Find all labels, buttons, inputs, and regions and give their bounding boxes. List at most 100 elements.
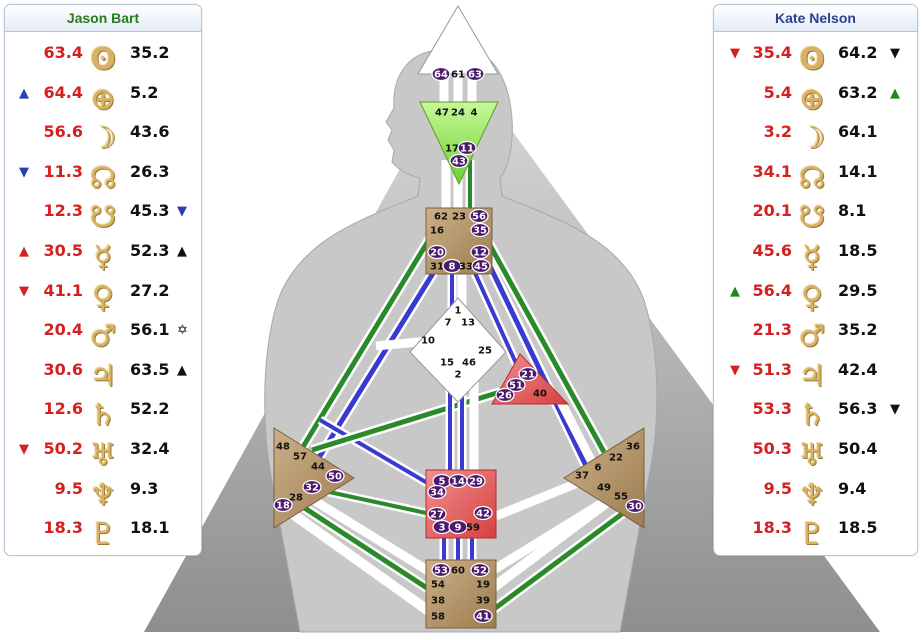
status-marker: ▲	[890, 85, 900, 101]
gate-58-label: 58	[431, 612, 445, 623]
gate-3-label: 3	[439, 523, 446, 534]
neptune-icon: ♆	[89, 477, 117, 513]
ajna-center	[419, 101, 499, 186]
personality-gate-value: 63.5	[130, 359, 170, 379]
gate-33-label: 33	[459, 262, 473, 273]
personality-gate-value: 64.2	[838, 43, 878, 62]
gate-37-label: 37	[575, 471, 589, 482]
gate-64-label: 64	[434, 70, 448, 81]
gate-56-label: 56	[472, 212, 486, 223]
south-node-icon: ☋	[89, 200, 117, 236]
gate-27-marker	[427, 506, 447, 522]
activation-row: 30.6♃63.5▲	[5, 351, 201, 393]
earth-icon: ⊕	[90, 81, 116, 117]
personality-gate-value: 35.2	[130, 43, 170, 62]
gate-57-label: 57	[293, 452, 307, 463]
status-marker: ▼	[730, 362, 740, 378]
gate-22-label: 22	[609, 453, 623, 464]
saturn-icon: ♄	[798, 398, 826, 434]
gate-35-marker	[470, 222, 490, 238]
activation-row: 18.3♇18.5	[714, 509, 917, 552]
gate-50-label: 50	[328, 472, 342, 483]
design-gate-value: 18.3	[752, 518, 792, 538]
spleen-center	[273, 427, 355, 529]
personality-gate-value: 64.1	[838, 122, 878, 142]
solar-plexus-center	[563, 427, 645, 529]
gate-42-label: 42	[476, 509, 490, 520]
channel-30-41-fill	[488, 505, 632, 615]
channel-27-50-fill	[319, 488, 441, 518]
mars-icon: ♂	[89, 319, 117, 355]
activation-row: 45.6☿18.5	[714, 232, 917, 275]
activation-row: 56.6☽43.6	[5, 113, 201, 156]
design-gate-value: 41.1	[43, 280, 83, 300]
gate-30-marker	[625, 498, 645, 514]
gate-25-label: 25	[478, 346, 492, 357]
gate-44-label: 44	[311, 462, 325, 473]
activation-row: 34.1☊14.1	[714, 153, 917, 195]
gate-59-label: 59	[466, 523, 480, 534]
personality-gate-value: 56.3	[838, 399, 878, 419]
gate-52-label: 52	[473, 566, 487, 577]
gate-2-label: 2	[455, 370, 462, 381]
gate-9-label: 9	[455, 523, 462, 534]
design-gate-value: 35.4	[752, 43, 792, 62]
gate-19-label: 19	[476, 580, 490, 591]
gate-8-label: 8	[449, 262, 456, 273]
design-gate-value: 56.4	[752, 280, 792, 300]
activation-row: ▲30.5☿52.3▲	[5, 232, 201, 275]
gate-29-label: 29	[469, 477, 483, 488]
design-gate-value: 30.6	[43, 359, 83, 379]
venus-icon: ♀	[801, 279, 823, 315]
activation-row: 3.2☽64.1	[714, 113, 917, 157]
personality-gate-value: 9.4	[838, 478, 867, 498]
channel-44-26-fill	[311, 389, 501, 453]
gate-52-marker	[470, 562, 490, 578]
gate-53-label: 53	[434, 566, 448, 577]
gate-51-marker	[506, 377, 526, 393]
activation-row: 12.3☋45.3▼	[5, 192, 201, 236]
channel-20-57-fill	[295, 236, 433, 457]
gate-20-label: 20	[430, 248, 444, 259]
design-person-name: Jason Bart	[5, 5, 201, 32]
mercury-icon: ☿	[93, 239, 113, 275]
gate-51-label: 51	[509, 381, 523, 392]
gate-5-label: 5	[439, 477, 446, 488]
g-center	[409, 297, 507, 403]
gate-32-label: 32	[305, 483, 319, 494]
uranus-icon: ♅	[798, 437, 826, 473]
gate-26-marker	[495, 387, 515, 403]
design-gate-value: 30.5	[43, 240, 83, 260]
gate-27-label: 27	[430, 510, 444, 521]
moon-icon: ☽	[798, 121, 826, 157]
venus-icon: ♀	[92, 279, 114, 315]
mercury-icon: ☿	[802, 239, 822, 275]
gate-31-label: 31	[430, 262, 444, 273]
gate-50-marker	[325, 468, 345, 484]
personality-gate-value: 50.4	[838, 438, 878, 458]
gate-36-label: 36	[626, 442, 640, 453]
gate-45-label: 45	[474, 262, 488, 273]
uranus-icon: ♅	[89, 437, 117, 473]
personality-gate-value: 63.2	[838, 82, 878, 102]
gate-53-marker	[431, 562, 451, 578]
status-marker: ▼	[730, 46, 740, 61]
design-gate-value: 5.4	[763, 82, 792, 102]
pluto-icon: ♇	[89, 517, 117, 553]
personality-gate-value: 26.3	[130, 161, 170, 181]
activation-row: 5.4⊕63.2▲	[714, 74, 917, 116]
gate-30-label: 30	[628, 502, 642, 513]
activation-row: 20.1☋8.1	[714, 192, 917, 235]
design-gate-value: 63.4	[43, 43, 83, 62]
design-gate-value: 12.6	[43, 399, 83, 419]
gate-35-label: 35	[473, 226, 487, 237]
status-marker: ▼	[19, 164, 29, 180]
gate-56-marker	[469, 208, 489, 224]
activation-row: ▼51.3♃42.4	[714, 351, 917, 393]
personality-gate-value: 45.3	[130, 201, 170, 221]
activation-row: ▲56.4♀29.5	[714, 272, 917, 315]
gate-43-marker	[449, 153, 469, 169]
gate-39-label: 39	[476, 596, 490, 607]
gate-64-marker	[431, 66, 451, 82]
